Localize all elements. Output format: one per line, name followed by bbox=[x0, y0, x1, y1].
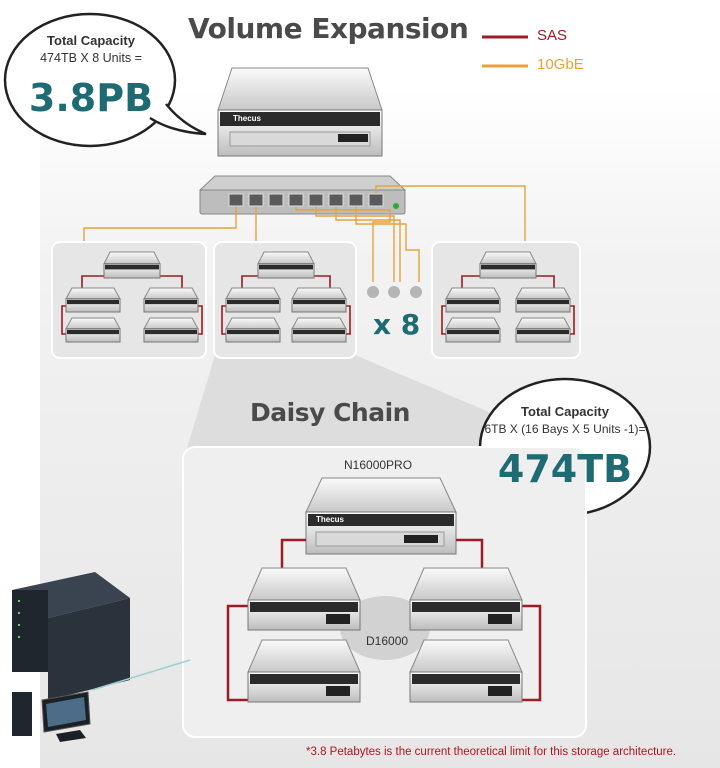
sas-link bbox=[221, 305, 226, 335]
sas-link bbox=[312, 275, 331, 290]
network-cable bbox=[91, 659, 191, 691]
sas-link bbox=[346, 305, 351, 335]
expansion-unit-small bbox=[291, 317, 347, 343]
expansion-unit-small bbox=[65, 317, 121, 343]
multiplier-label: x 8 bbox=[373, 308, 421, 341]
chain-center bbox=[340, 596, 430, 660]
sas-link bbox=[241, 275, 260, 290]
head-unit-small bbox=[257, 251, 315, 279]
head-unit-label: N16000PRO bbox=[344, 458, 413, 472]
bubble-right-heading: Total Capacity bbox=[521, 404, 609, 419]
bubble-top-value: 3.8PB bbox=[28, 76, 154, 120]
d16000-unit-1 bbox=[247, 567, 361, 631]
n16000pro-unit bbox=[305, 477, 457, 555]
sas-link bbox=[570, 305, 575, 335]
sas-link bbox=[534, 275, 555, 290]
switch-led bbox=[393, 203, 399, 209]
brand-label: Thecus bbox=[233, 114, 262, 123]
d16000-unit-2 bbox=[409, 567, 523, 631]
d16000-unit-3 bbox=[247, 639, 361, 703]
page-title: Volume Expansion bbox=[188, 12, 469, 45]
server-rack-icon bbox=[12, 572, 130, 700]
more-dot bbox=[367, 286, 379, 298]
legend-sas-label: SAS bbox=[537, 27, 568, 44]
bubble-top-heading: Total Capacity bbox=[47, 33, 135, 48]
head-unit-small bbox=[479, 251, 537, 279]
bubble-right-value: 474TB bbox=[497, 447, 633, 491]
workstation-icon bbox=[12, 691, 91, 742]
sas-link bbox=[61, 305, 66, 335]
sas-link bbox=[158, 275, 183, 290]
footnote: *3.8 Petabytes is the current theoretica… bbox=[306, 746, 677, 758]
sas-link bbox=[81, 275, 106, 290]
switch-port bbox=[268, 193, 284, 207]
expansion-unit-small bbox=[143, 287, 199, 313]
brand-label: Thecus bbox=[316, 515, 345, 524]
head-server bbox=[217, 67, 383, 157]
switch-port bbox=[248, 193, 264, 207]
expansion-unit-small bbox=[143, 317, 199, 343]
sas-link bbox=[441, 305, 446, 335]
sas-links bbox=[226, 538, 542, 702]
expansion-unit-small bbox=[515, 317, 571, 343]
more-dot bbox=[410, 286, 422, 298]
more-dot bbox=[388, 286, 400, 298]
capacity-bubble-top bbox=[3, 12, 207, 148]
bubble-right-formula: 6TB X (16 Bays X 5 Units -1)= bbox=[484, 422, 646, 436]
expansion-unit-small bbox=[515, 287, 571, 313]
expansion-unit-small bbox=[225, 287, 281, 313]
switch-port bbox=[348, 193, 364, 207]
switch-port bbox=[228, 193, 244, 207]
expansion-unit-small bbox=[65, 287, 121, 313]
expansion-unit-small bbox=[225, 317, 281, 343]
expansion-unit-small bbox=[291, 287, 347, 313]
10gbe-links bbox=[83, 185, 526, 282]
expansion-unit-small bbox=[445, 317, 501, 343]
switch-port bbox=[328, 193, 344, 207]
d16000-unit-4 bbox=[409, 639, 523, 703]
expansion-unit-label: D16000 bbox=[366, 634, 409, 648]
legend-10gbe-label: 10GbE bbox=[537, 56, 584, 73]
switch-port bbox=[308, 193, 324, 207]
bubble-top-formula: 474TB X 8 Units = bbox=[40, 51, 142, 65]
sas-link bbox=[198, 305, 203, 335]
sas-link bbox=[461, 275, 482, 290]
switch-port bbox=[368, 193, 384, 207]
head-unit-small bbox=[103, 251, 161, 279]
switch-port bbox=[288, 193, 304, 207]
expansion-unit-small bbox=[445, 287, 501, 313]
daisy-chain-title: Daisy Chain bbox=[250, 398, 410, 427]
